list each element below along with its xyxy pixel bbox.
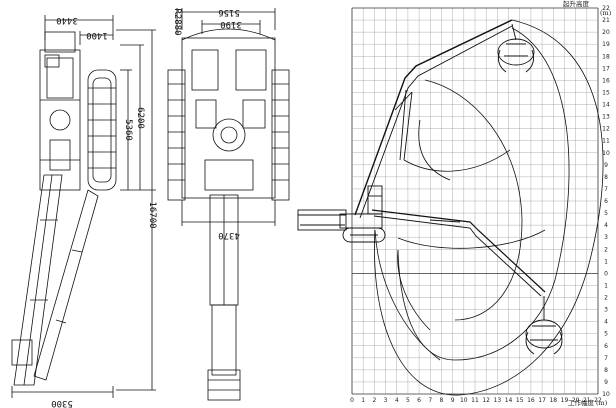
y-axis-unit: (m) (600, 9, 612, 17)
dim-5300: 5300 (51, 398, 73, 408)
y-tick-label: 6 (604, 198, 608, 205)
y-tick-label: 11 (602, 138, 610, 145)
y-tick-label: 15 (602, 89, 610, 96)
y-tick-label: 9 (604, 379, 608, 386)
y-tick-label: 21 (602, 17, 610, 24)
y-tick-label: 16 (602, 77, 610, 84)
y-tick-label: 17 (602, 65, 610, 72)
side-view-drawing (11, 15, 156, 398)
y-tick-label: 7 (604, 186, 608, 193)
y-tick-label: 20 (602, 29, 610, 36)
y-tick-label: 12 (602, 126, 610, 133)
dim-16700: 16700 (147, 201, 157, 228)
dim-6200: 6200 (135, 107, 145, 129)
x-tick-label: 5 (406, 397, 410, 404)
x-tick-label: 22 (594, 397, 602, 404)
dim-3190: 3190 (220, 19, 242, 29)
x-tick-label: 3 (384, 397, 388, 404)
dim-3440: 3440 (56, 15, 78, 25)
y-tick-label: 8 (604, 367, 608, 374)
y-axis-caption: 起升高度 (563, 0, 590, 8)
work-range-envelopes (374, 19, 604, 396)
x-tick-label: 18 (549, 397, 557, 404)
y-tick-label: 4 (604, 319, 608, 326)
x-tick-label: 21 (583, 397, 591, 404)
y-tick-label: 1 (604, 282, 608, 289)
x-tick-label: 4 (395, 397, 399, 404)
y-tick-label: 2 (604, 246, 608, 253)
x-tick-label: 16 (527, 397, 535, 404)
y-tick-label: 2 (604, 295, 608, 302)
x-tick-label: 7 (428, 397, 432, 404)
top-view-drawing (167, 8, 290, 401)
y-tick-label: 22 (602, 5, 610, 12)
y-tick-label: 18 (602, 53, 610, 60)
dim-5156: 5156 (218, 7, 240, 17)
x-tick-label: 12 (482, 397, 490, 404)
dim-1400: 1400 (86, 30, 108, 40)
x-tick-label: 6 (417, 397, 421, 404)
work-range-y-ticks: 2221201918171615141312111098765432101234… (602, 5, 610, 398)
x-axis-caption: 工作幅度 (568, 398, 595, 407)
x-tick-label: 19 (561, 397, 569, 404)
x-tick-label: 2 (372, 397, 376, 404)
y-tick-label: 13 (602, 114, 610, 121)
x-tick-label: 1 (361, 397, 365, 404)
x-tick-label: 0 (350, 397, 354, 404)
y-tick-label: 9 (604, 162, 608, 169)
x-tick-label: 13 (494, 397, 502, 404)
y-tick-label: 14 (602, 102, 610, 109)
excavator-elevation (297, 19, 563, 355)
work-range-captions: 起升高度 (m) 工作幅度 (m) (563, 0, 612, 407)
y-tick-label: 5 (604, 210, 608, 217)
y-tick-label: 10 (602, 150, 610, 157)
x-tick-label: 14 (505, 397, 513, 404)
dim-4370: 4370 (218, 230, 240, 240)
y-tick-label: 5 (604, 331, 608, 338)
x-tick-label: 11 (471, 397, 479, 404)
y-tick-label: 3 (604, 307, 608, 314)
work-range-grid (351, 7, 599, 395)
y-tick-label: 10 (602, 391, 610, 398)
x-tick-label: 10 (460, 397, 468, 404)
y-tick-label: 4 (604, 222, 608, 229)
x-tick-label: 20 (572, 397, 580, 404)
y-tick-label: 6 (604, 343, 608, 350)
x-axis-unit: (m) (596, 399, 608, 407)
x-tick-label: 17 (538, 397, 546, 404)
x-tick-label: 9 (451, 397, 455, 404)
y-tick-label: 19 (602, 41, 610, 48)
y-tick-label: 0 (604, 270, 608, 277)
y-tick-label: 3 (604, 234, 608, 241)
y-tick-label: 7 (604, 355, 608, 362)
dim-5360: 5360 (123, 119, 133, 141)
x-tick-label: 15 (516, 397, 524, 404)
top-view-dimension-labels: 5156 3190 R2880 4370 (172, 7, 242, 240)
x-tick-label: 8 (440, 397, 444, 404)
y-tick-label: 1 (604, 258, 608, 265)
side-view-dimension-labels: 3440 1400 5360 6200 16700 5300 (51, 15, 157, 408)
y-tick-label: 8 (604, 174, 608, 181)
dim-r2880: R2880 (172, 8, 182, 35)
